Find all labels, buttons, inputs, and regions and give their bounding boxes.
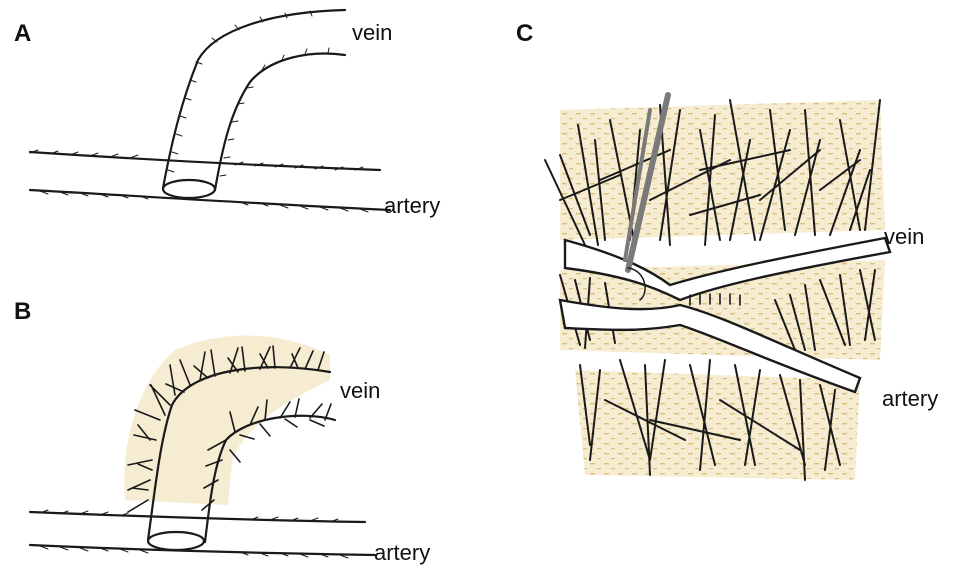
panel-b-artery-label: artery [374,540,430,566]
panel-b-artery [30,510,375,558]
panel-a-artery [30,150,390,212]
panel-a-vein [163,10,345,198]
panel-b-illustration [30,336,375,558]
panel-a-artery-label: artery [384,193,440,219]
panel-a-illustration [30,10,390,212]
panel-b-tissue-tint [124,336,330,505]
panel-b-vein-label: vein [340,378,380,404]
panel-b-letter: B [14,298,31,326]
panel-c-tissue-background [560,100,885,480]
panel-c-vein-label: vein [884,224,924,250]
panel-c-illustration [545,95,890,480]
panel-c-letter: C [516,20,533,48]
panel-a-letter: A [14,20,31,48]
panel-a-vein-label: vein [352,20,392,46]
panel-c-artery-label: artery [882,386,938,412]
